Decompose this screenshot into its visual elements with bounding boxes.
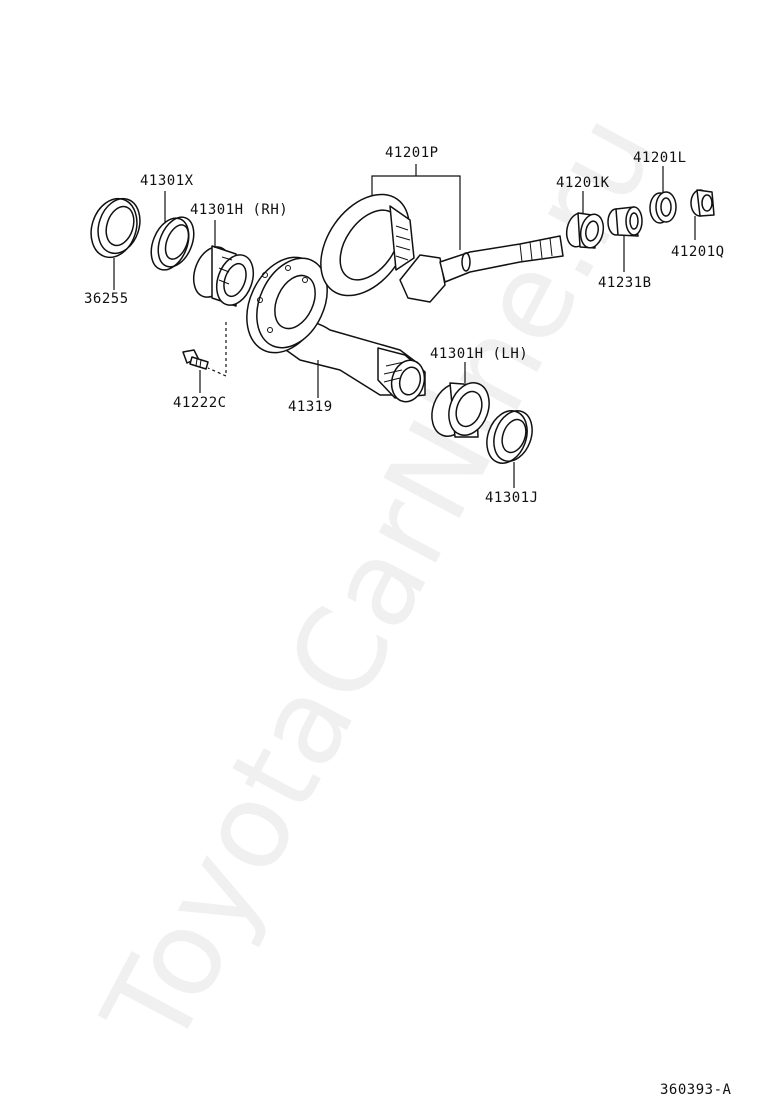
label-41231b[interactable]: 41231B — [598, 275, 652, 291]
leader-lines — [113, 164, 696, 488]
part-41201k-bearing[interactable] — [564, 211, 607, 250]
part-41222c-bolt[interactable] — [182, 322, 227, 377]
part-41301h-rh-bearing[interactable] — [187, 242, 260, 310]
label-41301j[interactable]: 41301J — [485, 490, 539, 506]
label-41201p[interactable]: 41201P — [385, 145, 439, 161]
part-41301h-lh-bearing[interactable] — [425, 377, 496, 442]
label-41301x[interactable]: 41301X — [140, 173, 194, 189]
part-41231b-spacer[interactable] — [607, 206, 643, 237]
label-41201k[interactable]: 41201K — [556, 175, 610, 191]
diagram-code: 360393-A — [660, 1082, 732, 1098]
part-41301x-race[interactable] — [144, 212, 200, 276]
part-41301j-race[interactable] — [480, 405, 539, 469]
label-41201l[interactable]: 41201L — [633, 150, 687, 166]
label-41201q[interactable]: 41201Q — [671, 244, 725, 260]
part-41201q-nut[interactable] — [690, 189, 715, 217]
label-41301h-lh[interactable]: 41301H (LH) — [430, 346, 529, 362]
part-36255-oil-seal[interactable] — [84, 193, 147, 264]
part-41201p-ring-gear[interactable] — [303, 178, 428, 312]
label-41222c[interactable]: 41222C — [173, 395, 227, 411]
label-41301h-rh[interactable]: 41301H (RH) — [190, 202, 289, 218]
part-41319-differential-case[interactable] — [232, 245, 429, 406]
label-36255[interactable]: 36255 — [84, 291, 129, 307]
part-41201l-bearing[interactable] — [649, 191, 677, 224]
label-41319[interactable]: 41319 — [288, 399, 333, 415]
part-41201p-drive-pinion[interactable] — [399, 235, 564, 303]
